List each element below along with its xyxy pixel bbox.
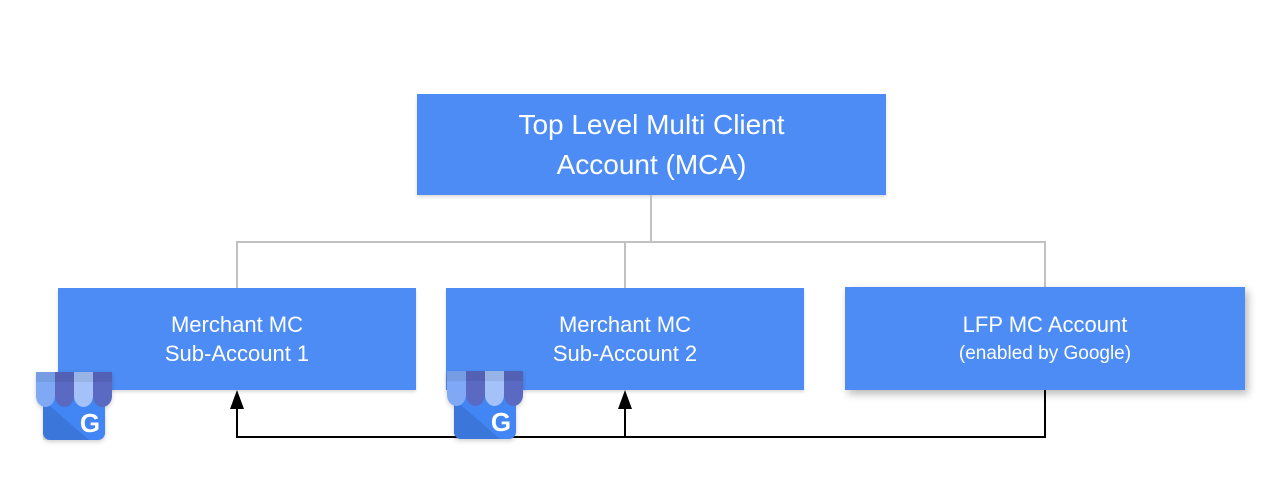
node-merchant-sub-account-1: Merchant MC Sub-Account 1	[58, 288, 416, 390]
node-sub2-label-line2: Sub-Account 2	[552, 341, 698, 366]
connector-drop-sub1	[236, 241, 238, 288]
node-lfp-label-line2: (enabled by Google)	[958, 343, 1132, 364]
node-sub1-label-line2: Sub-Account 1	[164, 341, 310, 366]
node-lfp-mc-account: LFP MC Account (enabled by Google)	[845, 287, 1245, 390]
google-g-letter: G	[491, 407, 511, 437]
connector-horizontal-rail	[236, 241, 1046, 243]
connector-drop-sub2	[624, 241, 626, 288]
google-business-profile-icon: G	[447, 371, 523, 439]
arrow-horizontal-rail	[236, 436, 1046, 438]
node-top-mca-label-line1: Top Level Multi Client	[518, 108, 785, 140]
arrow-lfp-down	[1044, 390, 1046, 438]
node-top-mca-label-line2: Account (MCA)	[556, 148, 747, 180]
google-g-letter: G	[80, 408, 100, 438]
arrowhead-up-sub1-icon	[230, 390, 244, 409]
connector-drop-lfp	[1044, 241, 1046, 287]
node-top-mca: Top Level Multi Client Account (MCA)	[417, 94, 886, 195]
arrow-shaft-sub2	[624, 406, 626, 438]
node-sub1-label-line1: Merchant MC	[170, 312, 304, 337]
connector-mca-down	[650, 195, 652, 242]
node-lfp-label-line1: LFP MC Account	[962, 312, 1128, 337]
google-business-profile-icon: G	[36, 372, 112, 440]
node-sub2-label-line1: Merchant MC	[558, 312, 692, 337]
arrowhead-up-sub2-icon	[618, 390, 632, 409]
arrow-shaft-sub1	[236, 406, 238, 438]
